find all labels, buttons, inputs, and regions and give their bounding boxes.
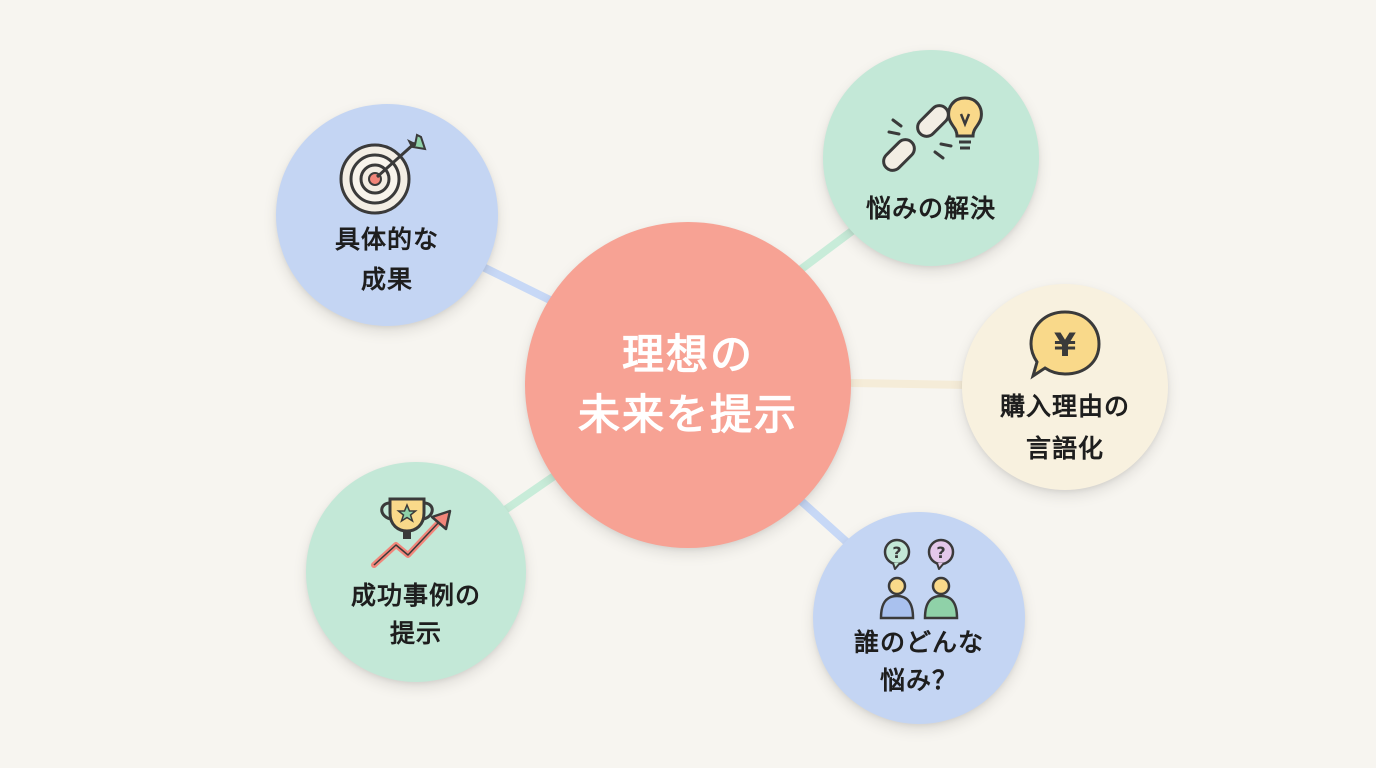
connector-to-concrete-results	[481, 264, 564, 309]
center-label-line1: 理想の	[621, 330, 754, 379]
node-label-line1: 成功事例の	[350, 581, 481, 610]
node-label-line2: 成果	[360, 265, 413, 294]
yen-glyph: ¥	[1054, 326, 1076, 364]
node-label-line1: 悩みの解決	[865, 194, 996, 223]
connector-to-problem-solving	[796, 221, 864, 274]
node-label-line1: 具体的な	[334, 225, 439, 254]
connector-to-success-cases	[501, 468, 564, 514]
node-concrete-results: 具体的な 成果	[276, 104, 498, 326]
broken-chain-lightbulb-icon	[882, 96, 983, 172]
people-question-icon: ? ?	[879, 538, 959, 620]
node-label-line2: 悩み？	[879, 666, 958, 695]
node-label-line1: 購入理由の	[999, 392, 1130, 421]
question-glyph-right: ?	[936, 543, 945, 562]
question-glyph-left: ?	[892, 543, 901, 562]
node-label-line1: 誰のどんな	[853, 628, 984, 657]
connector-to-whose-problem	[796, 496, 854, 549]
node-whose-problem: ? ? 誰のどんな 悩み？	[813, 512, 1025, 724]
center-label-line2: 未来を提示	[577, 390, 798, 439]
node-label-line2: 言語化	[1025, 434, 1104, 463]
target-icon	[339, 133, 427, 215]
yen-speech-bubble-icon: ¥	[1029, 310, 1101, 380]
node-success-cases: 成功事例の 提示	[306, 462, 526, 682]
trophy-growth-icon	[371, 497, 452, 568]
center-node-ideal-future: 理想の 未来を提示	[525, 222, 851, 548]
node-label-line2: 提示	[389, 619, 442, 648]
node-purchase-reason: ¥ 購入理由の 言語化	[962, 284, 1168, 490]
connector-to-purchase-reason	[848, 379, 972, 389]
node-problem-solving: 悩みの解決	[823, 50, 1039, 266]
